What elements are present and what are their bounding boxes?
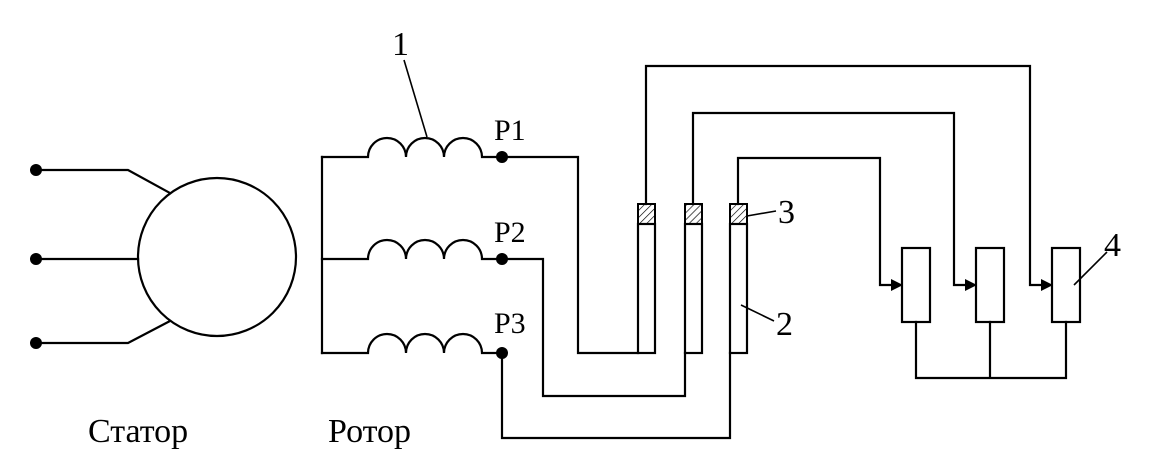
terminal-label-p2: P2 [494,216,526,249]
wiper-arrow-2 [965,279,977,291]
rotor-group [320,136,508,359]
wire-brush-3-to-resistor-1 [736,156,898,287]
wiper-arrow-1 [891,279,903,291]
leader-lines [403,59,1108,322]
wire-brush-1-to-resistor-3 [644,64,1048,287]
wire-p1-to-ring-1 [500,155,640,355]
stator-caption: Статор [88,413,188,450]
slip-ring-assembly [636,203,749,355]
wire-p2-to-ring-2 [500,257,687,398]
wire-p3-to-ring-3 [500,351,732,440]
terminal-wires [500,155,732,440]
stator-lead-3 [34,319,172,345]
resistor-2 [974,246,1006,324]
callout-4-label: 4 [1104,227,1121,264]
stator-group [30,164,298,349]
rheostat-group [900,246,1082,380]
rotor-winding-2 [320,238,504,261]
slip-ring-2 [683,222,704,355]
labels: 1 3 2 4 P1 P2 P3 Статор Ротор [88,26,1121,450]
rotor-caption: Ротор [328,413,411,450]
brush-1 [637,203,656,225]
callout-3-label: 3 [778,194,795,231]
brush-2 [684,203,703,225]
callout-2-label: 2 [776,306,793,343]
wiper-arrow-3 [1041,279,1053,291]
terminal-label-p3: P3 [494,307,526,340]
leader-line-2 [740,304,775,322]
rotor-winding-3 [320,332,504,355]
stator-lead-1 [34,168,172,195]
callout-1-label: 1 [392,26,409,63]
stator-circle [136,176,298,338]
leader-line-4 [1073,251,1108,286]
brush-wires [644,64,1053,291]
terminal-label-p1: P1 [494,114,526,147]
stator-terminal-dot-1 [30,164,42,176]
resistor-3 [1050,246,1082,324]
slip-ring-1 [636,222,657,355]
brush-3 [729,203,748,225]
stator-terminal-dot-2 [30,253,42,265]
leader-line-3 [746,210,777,217]
rotor-winding-1 [320,136,504,159]
resistor-1 [900,246,932,324]
rheostat-star-bus [914,320,1068,380]
stator-terminal-dot-3 [30,337,42,349]
slip-ring-3 [728,222,749,355]
wire-brush-2-to-resistor-2 [691,111,972,287]
leader-line-1 [403,59,428,138]
